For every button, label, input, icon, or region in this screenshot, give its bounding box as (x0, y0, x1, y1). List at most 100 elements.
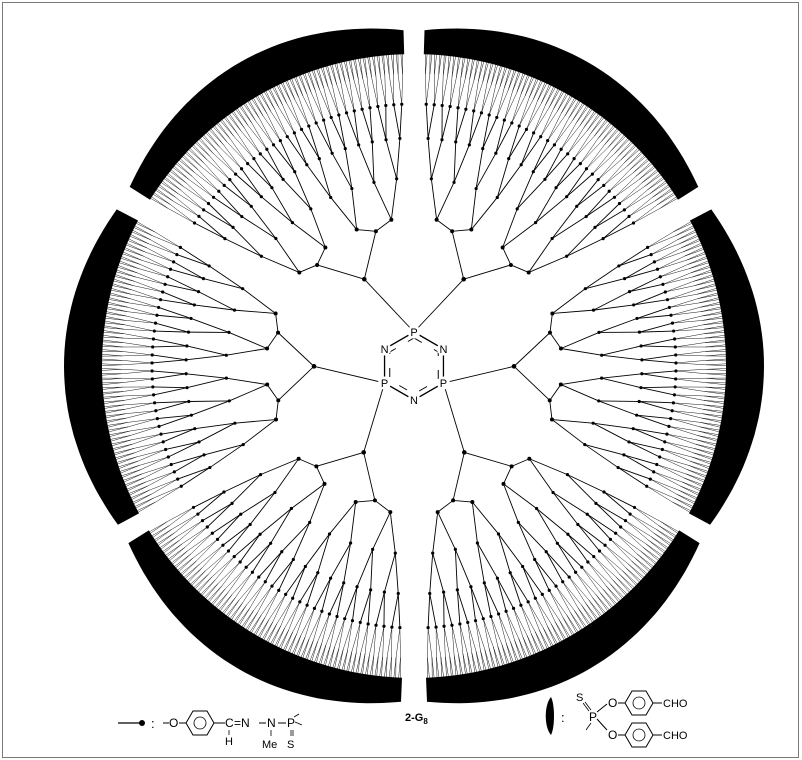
branch-bond (624, 194, 649, 210)
branch-bond (512, 94, 521, 123)
branch-bond (556, 164, 580, 188)
branch-bond (635, 507, 659, 525)
branch-bond (210, 445, 243, 468)
branch-bond (276, 313, 278, 332)
branch-bond (567, 475, 604, 492)
branch-bond (331, 197, 357, 229)
bond-with-node-icon (139, 720, 145, 726)
branch-bond (250, 582, 265, 608)
branch-bond (232, 475, 261, 504)
branch-bond (476, 621, 485, 650)
branch-bond (602, 346, 641, 355)
branch-bond (267, 333, 278, 349)
branch-bond (496, 123, 512, 153)
branch-bond (498, 534, 522, 567)
branch-bond (154, 486, 182, 498)
branch-bond (272, 188, 292, 223)
branch-bond (315, 91, 323, 120)
branch-bond (236, 572, 253, 597)
branch-bond (357, 230, 376, 232)
terminal-group-band (689, 209, 764, 524)
branch-bond (586, 191, 609, 216)
branch-bond (641, 346, 675, 347)
branch-bond (466, 80, 474, 109)
core-atom-n-upper-right: N (439, 344, 447, 356)
branch-bond (458, 79, 465, 108)
branch-bond (602, 378, 641, 388)
branch-bond (455, 549, 471, 586)
benzene-ring-icon (625, 691, 653, 715)
branch-bond (331, 117, 345, 148)
branch-bond (392, 593, 398, 627)
branch-bond (535, 598, 547, 626)
branch-bond (141, 457, 168, 470)
branch-bond (311, 93, 323, 120)
branch-bond (667, 290, 695, 300)
branch-bond (625, 269, 658, 278)
branch-bond (128, 307, 157, 315)
branch-bond (168, 277, 199, 292)
branch-bond (122, 351, 152, 354)
branch-bond (341, 83, 347, 113)
branch-bond (361, 624, 368, 653)
branch-bond (152, 374, 186, 379)
branch-bond (586, 148, 607, 169)
branch-bond (242, 217, 276, 239)
branch-bond (281, 598, 293, 626)
branch-bond (651, 244, 679, 255)
branch-bond (316, 123, 332, 153)
branch-bond (166, 442, 199, 450)
branch-bond (387, 627, 392, 657)
branch-bond (633, 429, 667, 434)
core-bond (443, 366, 514, 383)
branch-bond (557, 543, 575, 572)
branch-bond (317, 265, 364, 279)
legend-left-methyl: Me (262, 739, 277, 751)
branch-bond (676, 355, 706, 356)
branch-bond (163, 429, 195, 442)
branch-bond (154, 331, 188, 332)
branch-bond (676, 369, 706, 371)
branch-bond (127, 411, 156, 418)
legend-left-oxygen: O (169, 716, 178, 730)
branch-bond (229, 332, 267, 348)
branch-bond (518, 522, 546, 551)
branch-bond (676, 363, 706, 365)
dendron-4 (426, 383, 700, 703)
branch-bond (129, 303, 159, 308)
dendron-3 (443, 209, 764, 524)
branch-bond (168, 442, 199, 457)
branch-bond (133, 434, 161, 444)
branch-bond (672, 316, 701, 323)
branch-bond (394, 105, 400, 139)
branch-bond (437, 220, 452, 232)
branch-bond (549, 590, 566, 615)
branch-bond (161, 429, 195, 434)
branch-bond (537, 509, 568, 535)
branch-bond (153, 236, 181, 248)
branch-bond (174, 455, 204, 472)
branch-bond (278, 366, 314, 400)
branch-bond (610, 539, 631, 561)
branch-bond (395, 553, 398, 593)
branch-bond (123, 343, 153, 347)
branch-bond (239, 577, 259, 600)
branch-bond (619, 247, 648, 266)
branch-bond (437, 182, 454, 219)
branch-bond (180, 247, 209, 266)
branch-bond (616, 533, 638, 554)
branch-bond (428, 105, 434, 139)
branch-bond (657, 464, 686, 473)
branch-bond (553, 493, 587, 515)
branch-bond (667, 434, 695, 444)
branch-bond (474, 82, 483, 111)
branch-bond (585, 266, 618, 289)
branch-bond (561, 123, 576, 149)
branch-bond (293, 522, 309, 559)
branch-bond (430, 553, 433, 593)
branch-bond (317, 247, 325, 264)
branch-bond (258, 586, 272, 612)
branch-bond (483, 619, 489, 649)
branch-bond (186, 355, 226, 360)
branch-bond (126, 316, 155, 323)
